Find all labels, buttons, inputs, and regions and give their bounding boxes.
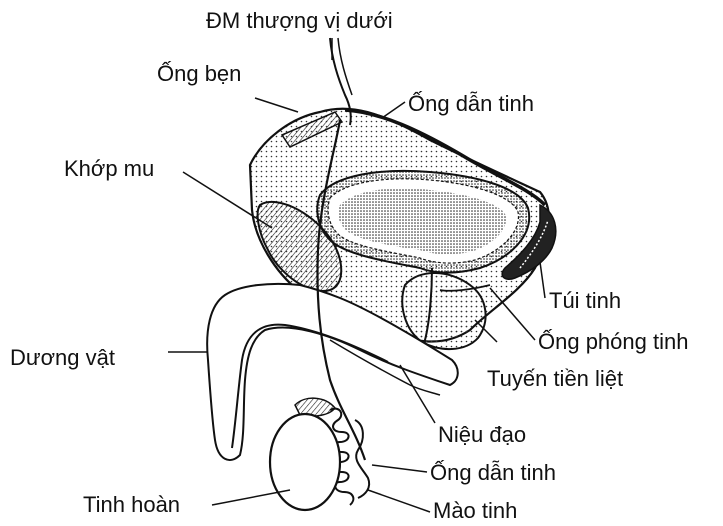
testis bbox=[270, 414, 340, 510]
leader-ong-dan-tinh-bottom bbox=[372, 465, 427, 472]
leader-tui-tinh bbox=[540, 262, 545, 298]
label-ong-phong-tinh: Ống phóng tinh bbox=[538, 331, 688, 353]
label-duong-vat: Dương vật bbox=[10, 347, 115, 369]
epididymis-tail bbox=[355, 420, 369, 498]
label-tinh-hoan: Tinh hoàn bbox=[83, 494, 180, 516]
label-dm-thuong-vi-duoi: ĐM thượng vị dưới bbox=[206, 10, 393, 32]
label-khop-mu: Khớp mu bbox=[64, 158, 154, 180]
label-tuyen-tien-liet: Tuyến tiền liệt bbox=[487, 368, 623, 390]
epigastric-artery-wall bbox=[338, 38, 352, 95]
label-nieu-dao: Niệu đạo bbox=[438, 424, 526, 446]
label-ong-dan-tinh-top: Ống dẫn tinh bbox=[408, 93, 534, 115]
leader-ong-ben bbox=[255, 98, 298, 112]
label-ong-ben: Ống bẹn bbox=[157, 63, 241, 85]
label-tui-tinh: Túi tinh bbox=[549, 290, 621, 312]
leader-tinh-hoan bbox=[212, 490, 290, 505]
label-ong-dan-tinh-bottom: Ống dẫn tinh bbox=[430, 462, 556, 484]
leader-mao-tinh bbox=[368, 490, 430, 512]
leader-ong-dan-tinh-top bbox=[382, 102, 405, 118]
leader-ong-phong-tinh bbox=[490, 288, 535, 340]
label-mao-tinh: Mào tinh bbox=[433, 500, 517, 522]
